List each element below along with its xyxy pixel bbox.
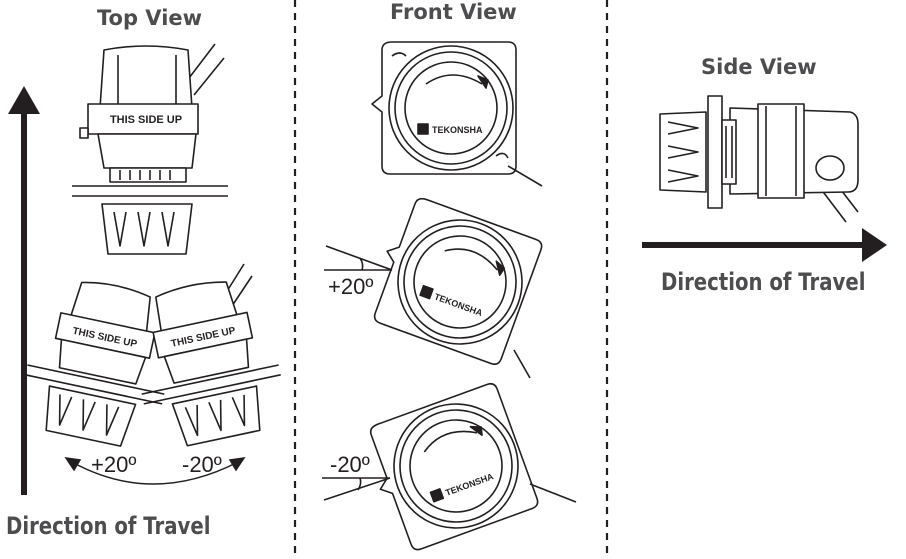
direction-of-travel-left: Direction of Travel (6, 512, 211, 540)
direction-of-travel-right: Direction of Travel (661, 268, 866, 296)
front-angle-minus: -20º (330, 452, 370, 477)
tekonsha-logo-1: TEKONSHA (432, 125, 483, 135)
front-view-title: Front View (390, 0, 517, 24)
top-angle-minus: -20º (182, 452, 222, 477)
top-view-title: Top View (97, 6, 203, 30)
side-view-title: Side View (701, 55, 817, 79)
this-side-up-label: THIS SIDE UP (110, 114, 182, 126)
top-angle-plus: +20º (91, 452, 137, 477)
front-angle-plus: +20º (328, 274, 374, 299)
